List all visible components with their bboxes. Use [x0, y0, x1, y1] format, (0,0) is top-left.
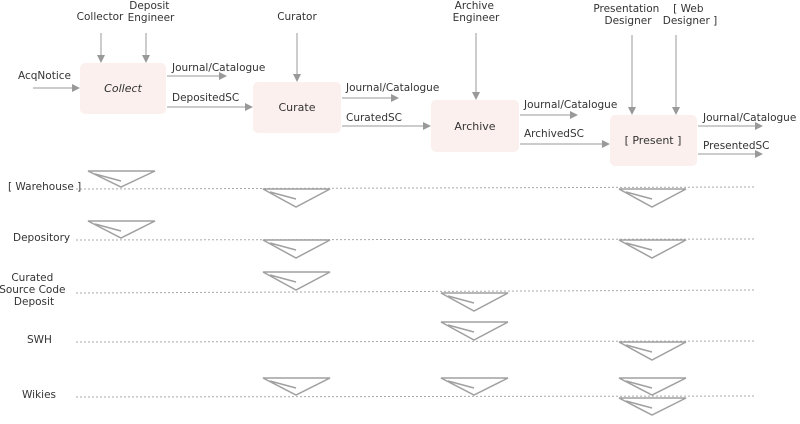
- process-curate-label: Curate: [279, 101, 316, 114]
- process-boxes: Collect Curate Archive [ Present ]: [80, 63, 697, 166]
- flow-label-present-out: PresentedSC: [703, 140, 770, 152]
- flow-label-archive-out: ArchivedSC: [524, 128, 584, 140]
- process-archive[interactable]: Archive: [431, 100, 519, 152]
- actor-arrows: [97, 33, 680, 115]
- flow-label-collect-journal: Journal/Catalogue: [171, 62, 265, 74]
- curate-warehouse-connector: [262, 188, 331, 208]
- flow-label-archive-journal: Journal/Catalogue: [523, 99, 617, 111]
- collect-depository-connector: [87, 220, 156, 239]
- flow-label-acq-notice: AcqNotice: [18, 70, 71, 82]
- store-label-wikies: Wikies: [22, 389, 56, 401]
- flow-label-present-journal: Journal/Catalogue: [702, 112, 796, 124]
- process-curate[interactable]: Curate: [253, 82, 341, 133]
- process-present-label: [ Present ]: [625, 134, 682, 147]
- present-wikies-connector-2: [618, 397, 687, 416]
- swh-lane: [75, 340, 757, 343]
- flow-labels: AcqNotice Journal/Catalogue DepositedSC …: [18, 62, 796, 152]
- archive-wikies-connector: [440, 377, 509, 396]
- store-lanes: [75, 186, 757, 398]
- actor-archive-engineer: Archive Engineer: [453, 0, 500, 24]
- store-label-swh: SWH: [27, 334, 52, 346]
- store-label-warehouse: [ Warehouse ]: [8, 181, 81, 193]
- actor-labels: Collector Deposit Engineer Curator Archi…: [77, 0, 718, 27]
- process-collect-label: Collect: [104, 82, 142, 95]
- collect-warehouse-connector: [87, 170, 156, 188]
- wikies-lane: [75, 395, 757, 398]
- process-archive-label: Archive: [454, 120, 495, 133]
- flow-label-collect-out: DepositedSC: [172, 92, 239, 104]
- curated-deposit-lane: [75, 289, 757, 294]
- depository-lane: [75, 238, 757, 241]
- curate-wikies-connector: [262, 377, 331, 396]
- flow-label-curate-out: CuratedSC: [346, 112, 402, 124]
- actor-web-designer: [ Web Designer ]: [663, 3, 717, 27]
- curate-depository-connector: [262, 239, 331, 259]
- actor-collector: Collector: [77, 11, 124, 23]
- curate-curated-deposit-connector: [262, 271, 331, 291]
- actor-deposit-engineer: Deposit Engineer: [128, 0, 175, 24]
- store-labels: [ Warehouse ] Depository Curated Source …: [0, 181, 81, 401]
- present-wikies-connector-1: [618, 377, 687, 396]
- process-collect[interactable]: Collect: [80, 63, 166, 114]
- archive-curated-deposit-connector: [440, 292, 509, 312]
- process-present[interactable]: [ Present ]: [610, 115, 697, 166]
- warehouse-lane: [75, 186, 757, 190]
- actor-presentation-designer: Presentation Designer: [593, 3, 662, 27]
- store-connectors: [87, 170, 687, 416]
- present-swh-connector: [618, 341, 687, 361]
- present-warehouse-connector: [618, 188, 687, 208]
- store-label-curated-source-code-deposit: Curated Source Code Deposit: [0, 272, 69, 308]
- actor-curator: Curator: [277, 11, 317, 23]
- present-depository-connector: [618, 239, 687, 259]
- archive-swh-connector: [440, 321, 509, 341]
- flow-arrows: [33, 72, 763, 158]
- store-label-depository: Depository: [13, 232, 70, 244]
- flow-label-curate-journal: Journal/Catalogue: [345, 82, 439, 94]
